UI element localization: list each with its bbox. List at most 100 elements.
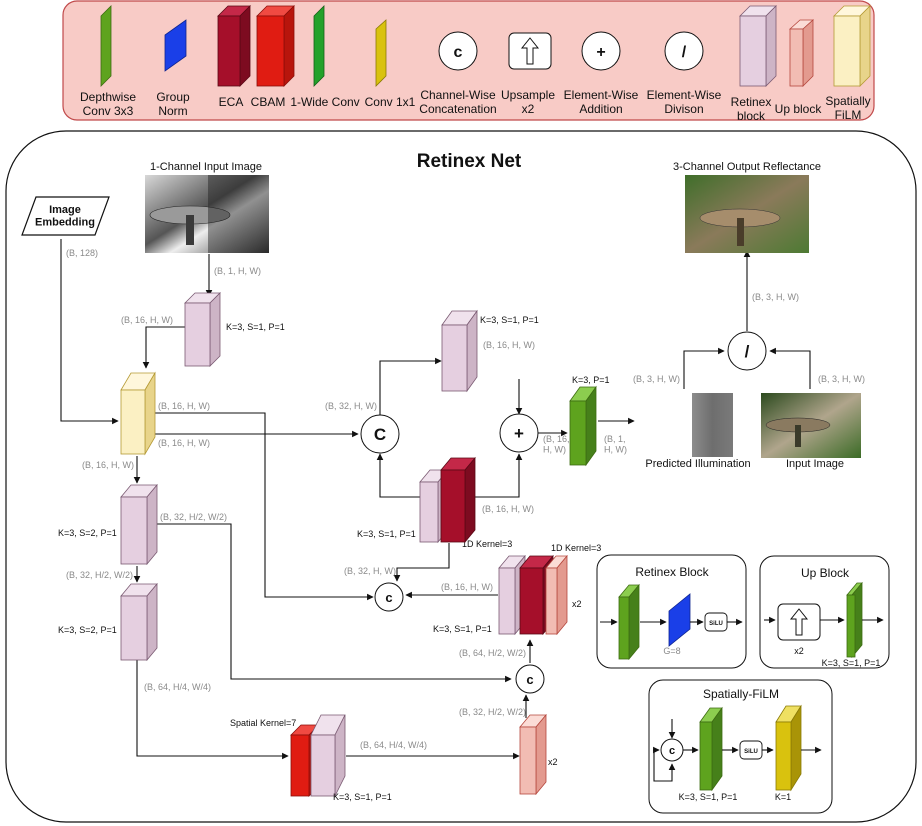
legend-item-wide-conv: 1-Wide Conv [290, 5, 360, 109]
param-final-conv: K=3, P=1 [572, 375, 610, 385]
shape-b16hw-add: (B, 16,H, W) [543, 434, 570, 454]
concat-1-symbol: c [385, 590, 392, 605]
film-block-main [120, 371, 156, 456]
connections [60, 239, 811, 760]
legend-wideconv-label: 1-Wide Conv [290, 95, 359, 109]
retinex-block-detail: Retinex Block G=8 SiLU [596, 554, 747, 669]
up-block-detail: Up Block x2 K=3, S=1, P=1 [759, 555, 890, 669]
param-kernel1d-dec1: 1D Kernel=3 [462, 539, 512, 549]
decoder-up-block-1 [519, 713, 547, 796]
shape-b3hw-illum: (B, 3, H, W) [633, 374, 680, 384]
final-depthwise-conv [569, 385, 597, 467]
legend-item-up-block: Up block [775, 19, 823, 116]
up-arrow-icon [520, 37, 540, 65]
input-image-color-caption: Input Image [786, 458, 844, 470]
shape-b32h2-down: (B, 32, H/2, W/2) [66, 570, 133, 580]
legend-conv1x1-label: Conv 1x1 [365, 95, 416, 109]
legend-film-shape [833, 15, 861, 87]
legend-upblock-shape [789, 28, 804, 87]
concat-2-symbol: c [526, 672, 533, 687]
add-node: + [499, 413, 539, 453]
legend-item-cbam: CBAM [251, 5, 295, 109]
film-block-title: Spatially-FiLM [703, 687, 779, 701]
legend-eca-shape [217, 15, 241, 87]
legend-concat-symbol: c [454, 44, 463, 61]
legend-add-icon [581, 31, 621, 71]
rb-g8: G=8 [663, 646, 680, 656]
decoder-retinex-block-top [441, 309, 478, 393]
param-spatial-kernel: Spatial Kernel=7 [230, 718, 296, 728]
film-param-k3: K=3, S=1, P=1 [679, 792, 738, 802]
shape-b1hw-final: (B, 1,H, W) [604, 434, 627, 454]
param-bottleneck: K=3, S=1, P=1 [333, 792, 392, 802]
shape-b16hw-dec2: (B, 16, H, W) [441, 582, 493, 592]
legend-upblock-label: Up block [775, 102, 823, 116]
concat-node-main: C [360, 414, 400, 454]
shape-b16hw-top: (B, 16, H, W) [483, 340, 535, 350]
rb-silu-label: SiLU [709, 621, 723, 627]
concat-node-1: c [374, 582, 404, 612]
encoder-retinex-block-3 [120, 582, 158, 662]
shape-b16hw-dec1: (B, 16, H, W) [482, 504, 534, 514]
legend-div-symbol: / [682, 44, 687, 61]
legend-groupnorm-shape [164, 19, 187, 72]
decoder-eca-1 [440, 456, 476, 544]
param-top: K=3, S=1, P=1 [480, 315, 539, 325]
legend-concat-icon [438, 31, 478, 71]
output-caption: 3-Channel Output Reflectance [673, 161, 821, 173]
shape-b64h4-bottleneck: (B, 64, H/4, W/4) [360, 740, 427, 750]
add-symbol: + [514, 424, 524, 443]
concat-main-symbol: C [374, 425, 386, 444]
film-concat-symbol: c [669, 745, 675, 757]
shape-b16hw-film-out2: (B, 16, H, W) [158, 438, 210, 448]
ub-x2: x2 [794, 646, 804, 656]
legend-retinex-shape [739, 15, 767, 87]
legend-cbam-label: CBAM [251, 95, 286, 109]
rb-depthwise [618, 583, 640, 661]
legend-eca-label: ECA [219, 95, 244, 109]
shape-b32h2-enc2: (B, 32, H/2, W/2) [160, 512, 227, 522]
input-image-caption: 1-Channel Input Image [150, 161, 262, 173]
input-image-grayscale [145, 175, 269, 253]
decoder-up-block-2 [545, 554, 568, 636]
ub-param: K=3, S=1, P=1 [822, 658, 881, 668]
shape-b64h4-enc3: (B, 64, H/4, W/4) [144, 682, 211, 692]
division-node: / [727, 331, 767, 371]
legend-wideconv-shape [313, 5, 325, 87]
legend-add-symbol: + [596, 44, 605, 61]
up-arrow-icon [789, 608, 809, 636]
film-depthwise [699, 706, 723, 792]
legend-depthwise-shape [100, 5, 112, 87]
film-silu-label: SiLU [744, 749, 758, 755]
legend-cbam-shape [256, 15, 285, 87]
film-conv1x1 [775, 704, 802, 792]
film-block-detail: Spatially-FiLM c K=3, S=1, P=1 SiLU K=1 [648, 679, 833, 814]
shape-b128: (B, 128) [66, 248, 98, 258]
shape-b16hw-film-down: (B, 16, H, W) [82, 460, 134, 470]
param-dec2: K=3, S=1, P=1 [433, 624, 492, 634]
rb-groupnorm [668, 593, 691, 647]
param-kernel1d-dec2: 1D Kernel=3 [551, 543, 601, 553]
diagram-title: Retinex Net [417, 151, 522, 172]
film-param-k1: K=1 [775, 792, 791, 802]
